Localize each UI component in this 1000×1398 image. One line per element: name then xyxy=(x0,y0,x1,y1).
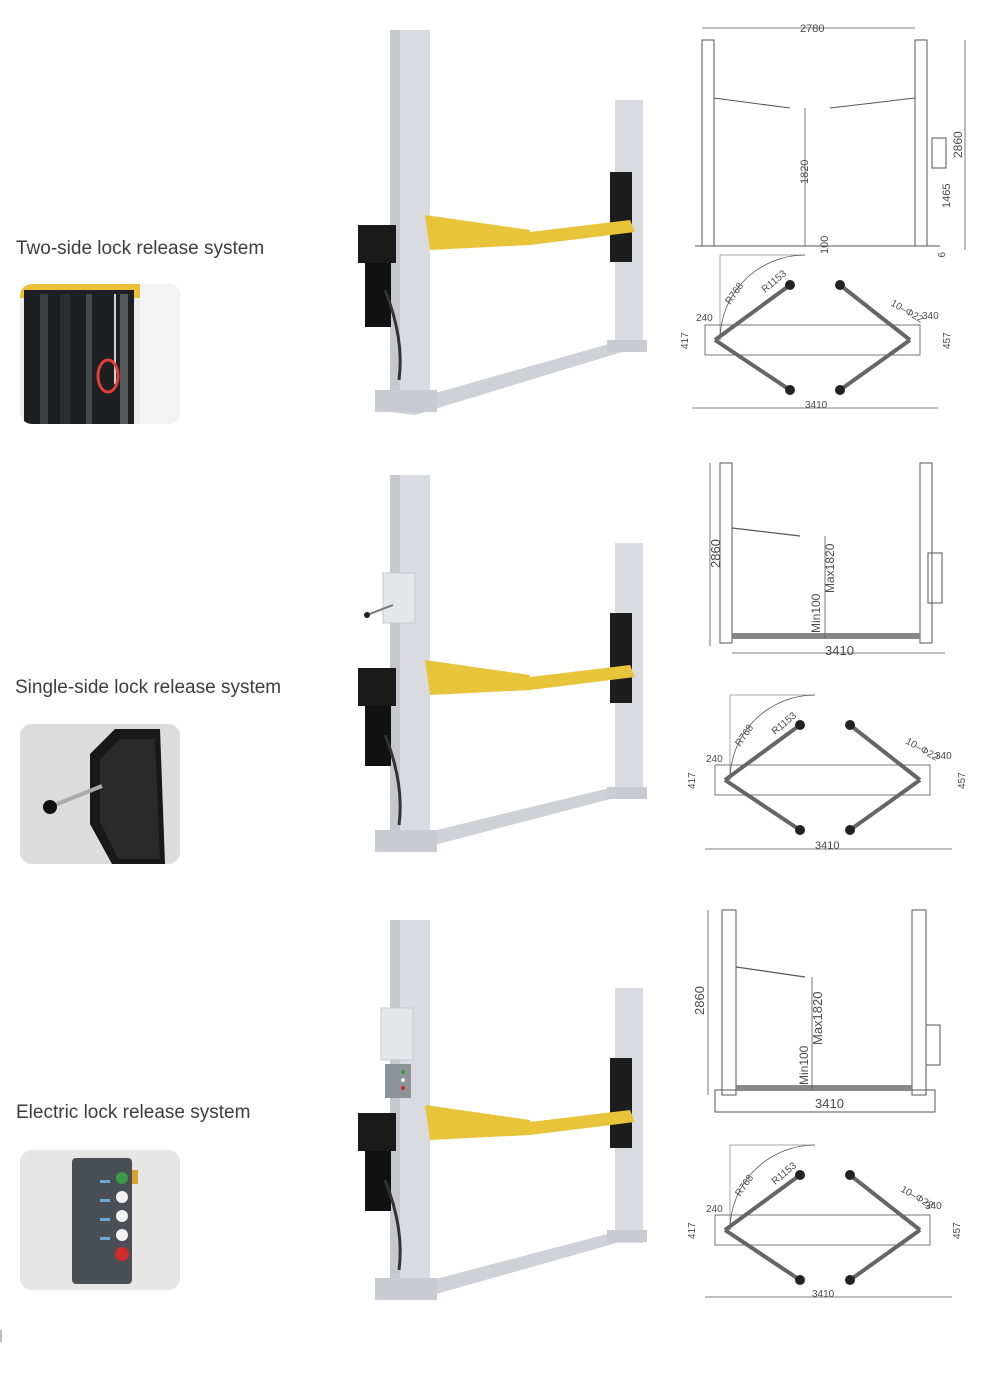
dim-side: 340 xyxy=(925,1201,942,1212)
dim-height: 2860 xyxy=(951,131,965,158)
detail-photo-two-side xyxy=(20,284,180,424)
dim-r1: R768 xyxy=(723,280,746,306)
dim-arm-height: 1820 xyxy=(799,160,811,184)
dim-r2: R1153 xyxy=(770,710,799,737)
section-title: Single-side lock release system xyxy=(15,677,282,698)
detail-photo-electric xyxy=(20,1150,180,1290)
dim-width: 2780 xyxy=(800,23,824,35)
dim-max: Max1820 xyxy=(810,992,825,1045)
front-drawing-single-side: 2860 Max1820 Min100 3410 xyxy=(680,458,980,673)
dim-left-off: 240 xyxy=(706,1204,723,1215)
plan-drawing-single-side: R768 R1153 10–Φ22 340 240 417 457 3410 xyxy=(680,685,980,860)
dim-r1: R768 xyxy=(733,1172,756,1198)
dim-base: 16 xyxy=(937,251,948,258)
lift-photo-single-side xyxy=(355,465,665,875)
lift-photo-electric xyxy=(355,910,665,1320)
dim-height: 2860 xyxy=(692,986,707,1015)
dim-lock: 1465 xyxy=(941,184,953,208)
dim-overall: 3410 xyxy=(805,400,828,411)
plan-drawing-two-side: R768 R1153 10–Φ22 340 240 417 457 3410 xyxy=(680,245,980,420)
dim-min: Min100 xyxy=(797,1045,811,1085)
dim-right-w: 457 xyxy=(952,1222,963,1239)
dim-low: 100 xyxy=(819,236,831,254)
dim-overall: 3410 xyxy=(825,643,854,658)
dim-min: Min100 xyxy=(809,593,823,633)
section-title: Electric lock release system xyxy=(16,1102,251,1123)
dim-overall: 3410 xyxy=(815,1096,844,1111)
dim-left-w: 417 xyxy=(687,1222,698,1239)
dim-holes: 10–Φ22 xyxy=(889,298,926,326)
dim-r1: R768 xyxy=(733,722,756,748)
dim-left-w: 417 xyxy=(680,332,691,349)
front-drawing-two-side: 2780 1820 100 2860 1465 16 xyxy=(680,18,980,263)
dim-height: 2860 xyxy=(708,539,723,568)
dim-overall: 3410 xyxy=(815,840,839,852)
dim-left-off: 240 xyxy=(696,313,713,324)
dim-left-w: 417 xyxy=(687,772,698,789)
dim-right-w: 457 xyxy=(957,772,968,789)
dim-side: 340 xyxy=(935,751,952,762)
detail-photo-single-side xyxy=(20,724,180,864)
dim-max: Max1820 xyxy=(823,543,837,593)
front-drawing-electric: 2860 Max1820 Min100 3410 xyxy=(680,905,980,1125)
dim-left-off: 240 xyxy=(706,754,723,765)
lift-photo-two-side xyxy=(355,20,665,430)
plan-drawing-electric: R768 R1153 10–Φ22 340 240 417 457 3410 xyxy=(680,1135,980,1310)
dim-right-w: 457 xyxy=(942,332,953,349)
dim-side: 340 xyxy=(922,311,939,322)
dim-r2: R1153 xyxy=(770,1160,799,1187)
edge-mark xyxy=(0,1330,2,1342)
dim-overall: 3410 xyxy=(812,1289,835,1300)
section-title: Two-side lock release system xyxy=(16,238,265,259)
